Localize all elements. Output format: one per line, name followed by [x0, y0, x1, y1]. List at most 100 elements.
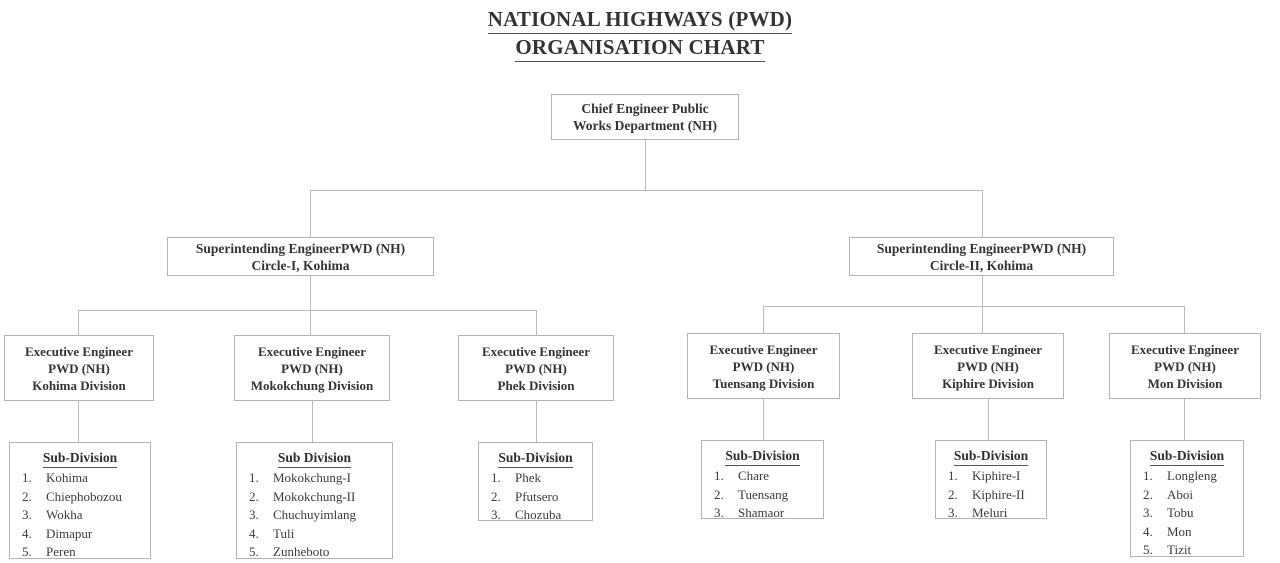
list-item-number: 2. [491, 488, 501, 504]
circle-1-line-2: Circle-I, Kohima [251, 257, 350, 273]
list-item: 1.Kiphire-I [936, 467, 1046, 486]
node-circle-2[interactable]: Superintending EngineerPWD (NH) Circle-I… [849, 237, 1114, 276]
list-item-label: Meluri [972, 505, 1008, 520]
node-division-mokokchung[interactable]: Executive Engineer PWD (NH) Mokokchung D… [234, 335, 390, 401]
division-3-line-3: Phek Division [497, 377, 575, 393]
subdivision-list-kohima: 1.Kohima 2.Chiephobozou 3.Wokha 4.Dimapu… [10, 469, 150, 562]
list-item-number: 1. [1143, 468, 1153, 483]
list-item: 3.Chozuba [479, 506, 592, 525]
subdivision-box-tuensang[interactable]: Sub-Division 1. Chare 2.Tuensang 3.Shamao… [701, 440, 824, 520]
division-6-line-2: PWD (NH) [1154, 358, 1216, 374]
node-circle-1[interactable]: Superintending EngineerPWD (NH) Circle-I… [167, 237, 434, 276]
subdivision-box-phek[interactable]: Sub-Division 1.Phek 2. Pfutsero 3.Chozuba [478, 442, 593, 522]
list-item: 2. Aboi [1131, 486, 1243, 505]
list-item-label: Tuensang [738, 486, 789, 502]
list-item: 5.Zunheboto [237, 543, 392, 562]
connector-bus-to-division-3 [536, 310, 537, 335]
list-item: 4.Dimapur [10, 525, 150, 544]
connector-division-5-to-sub [988, 399, 989, 440]
list-item: 1.Phek [479, 469, 592, 488]
subdivision-box-kiphire[interactable]: Sub-Division 1.Kiphire-I 2.Kiphire-II 3.… [935, 440, 1047, 520]
division-2-line-2: PWD (NH) [281, 360, 343, 376]
connector-circle-1-to-bus [310, 276, 311, 335]
connector-ce-to-bus [645, 140, 646, 191]
connector-division-6-to-sub [1184, 399, 1185, 440]
division-6-line-1: Executive Engineer [1131, 341, 1239, 357]
list-item-number: 2. [22, 488, 32, 504]
list-item-label: Mon [1167, 523, 1192, 539]
list-item-label: Peren [46, 544, 76, 559]
list-item-label: Shamaor [738, 505, 785, 520]
list-item: 1. Mokokchung-I [237, 469, 392, 488]
list-item-label: Mokokchung-II [273, 488, 356, 504]
list-item-label: Mokokchung-I [273, 470, 351, 485]
division-3-line-1: Executive Engineer [482, 343, 590, 359]
list-item: 1. Chare [702, 467, 823, 486]
node-division-phek[interactable]: Executive Engineer PWD (NH) Phek Divisio… [458, 335, 614, 401]
division-5-line-2: PWD (NH) [957, 358, 1019, 374]
list-item-number: 5. [1143, 542, 1153, 557]
division-2-line-1: Executive Engineer [258, 343, 366, 359]
list-item: 5. Peren [10, 543, 150, 562]
connector-bus-circles [310, 190, 983, 191]
node-division-tuensang[interactable]: Executive Engineer PWD (NH) Tuensang Div… [687, 333, 840, 399]
node-division-kiphire[interactable]: Executive Engineer PWD (NH) Kiphire Divi… [912, 333, 1064, 399]
subdivision-title-kiphire: Sub-Division [936, 447, 1046, 466]
list-item-number: 1. [249, 470, 259, 485]
subdivision-list-kiphire: 1.Kiphire-I 2.Kiphire-II 3.Meluri [936, 467, 1046, 523]
node-division-mon[interactable]: Executive Engineer PWD (NH) Mon Division [1109, 333, 1261, 399]
subdivision-list-mokokchung: 1. Mokokchung-I 2.Mokokchung-II 3.Chuchuy… [237, 469, 392, 562]
list-item-label: Longleng [1167, 468, 1217, 483]
list-item-number: 4. [22, 525, 32, 541]
division-3-line-2: PWD (NH) [505, 360, 567, 376]
list-item: 3.Shamaor [702, 504, 823, 523]
list-item-label: Tuli [273, 525, 295, 541]
list-item-label: Wokha [46, 507, 83, 522]
list-item: 2.Mokokchung-II [237, 488, 392, 507]
list-item-number: 2. [1143, 486, 1153, 502]
list-item-label: Aboi [1167, 486, 1193, 502]
page-title-line-2: ORGANISATION CHART [515, 34, 765, 62]
list-item: 4.Mon [1131, 523, 1243, 542]
division-4-line-2: PWD (NH) [732, 358, 795, 374]
subdivision-title-mokokchung: Sub Division [237, 449, 392, 468]
list-item-label: Tobu [1167, 505, 1194, 520]
list-item: 3.Chuchuyimlang [237, 506, 392, 525]
subdivision-box-mon[interactable]: Sub-Division 1.Longleng 2.Aboi 3.Tobu 4.… [1130, 440, 1244, 557]
list-item-number: 3. [1143, 505, 1153, 520]
list-item-number: 1. [948, 468, 958, 483]
subdivision-list-phek: 1.Phek 2. Pfutsero 3.Chozuba [479, 469, 592, 525]
division-2-line-3: Mokokchung Division [250, 377, 374, 393]
node-division-kohima[interactable]: Executive Engineer PWD (NH) Kohima Divis… [4, 335, 154, 401]
list-item-number: 5. [22, 544, 32, 559]
node-chief-engineer[interactable]: Chief Engineer Public Works Department (… [551, 94, 739, 140]
list-item: 3. Tobu [1131, 504, 1243, 523]
connector-bus-divisions-right [763, 306, 1184, 307]
list-item-number: 4. [249, 525, 259, 541]
list-item: 2.Tuensang [702, 486, 823, 505]
list-item-number: 5. [249, 544, 259, 559]
connector-bus-to-division-4 [763, 306, 764, 333]
subdivision-box-kohima[interactable]: Sub-Division 1.Kohima 2.Chiephobozou 3.W… [9, 442, 151, 559]
list-item-label: Pfutsero [515, 488, 559, 504]
list-item: 3. Meluri [936, 504, 1046, 523]
subdivision-title-tuensang: Sub-Division [702, 447, 823, 466]
list-item: 2. Pfutsero [479, 488, 592, 507]
subdivision-title-phek: Sub-Division [479, 449, 592, 468]
connector-circle-2-to-bus [982, 276, 983, 333]
division-5-line-1: Executive Engineer [934, 341, 1042, 357]
division-4-line-1: Executive Engineer [709, 341, 818, 357]
list-item-number: 3. [22, 507, 32, 522]
subdivision-title-kohima: Sub-Division [10, 449, 150, 468]
subdivision-box-mokokchung[interactable]: Sub Division 1. Mokokchung-I 2.Mokokchung… [236, 442, 393, 559]
connector-division-3-to-sub [536, 401, 537, 442]
subdivision-list-tuensang: 1. Chare 2.Tuensang 3.Shamaor [702, 467, 823, 523]
list-item-label: Chare [738, 468, 770, 483]
connector-division-2-to-sub [312, 401, 313, 442]
list-item: 2. Chiephobozou [10, 488, 150, 507]
list-item-number: 3. [948, 505, 958, 520]
list-item-number: 3. [249, 507, 259, 522]
list-item-number: 1. [714, 468, 724, 483]
list-item-label: Chiephobozou [46, 488, 122, 504]
